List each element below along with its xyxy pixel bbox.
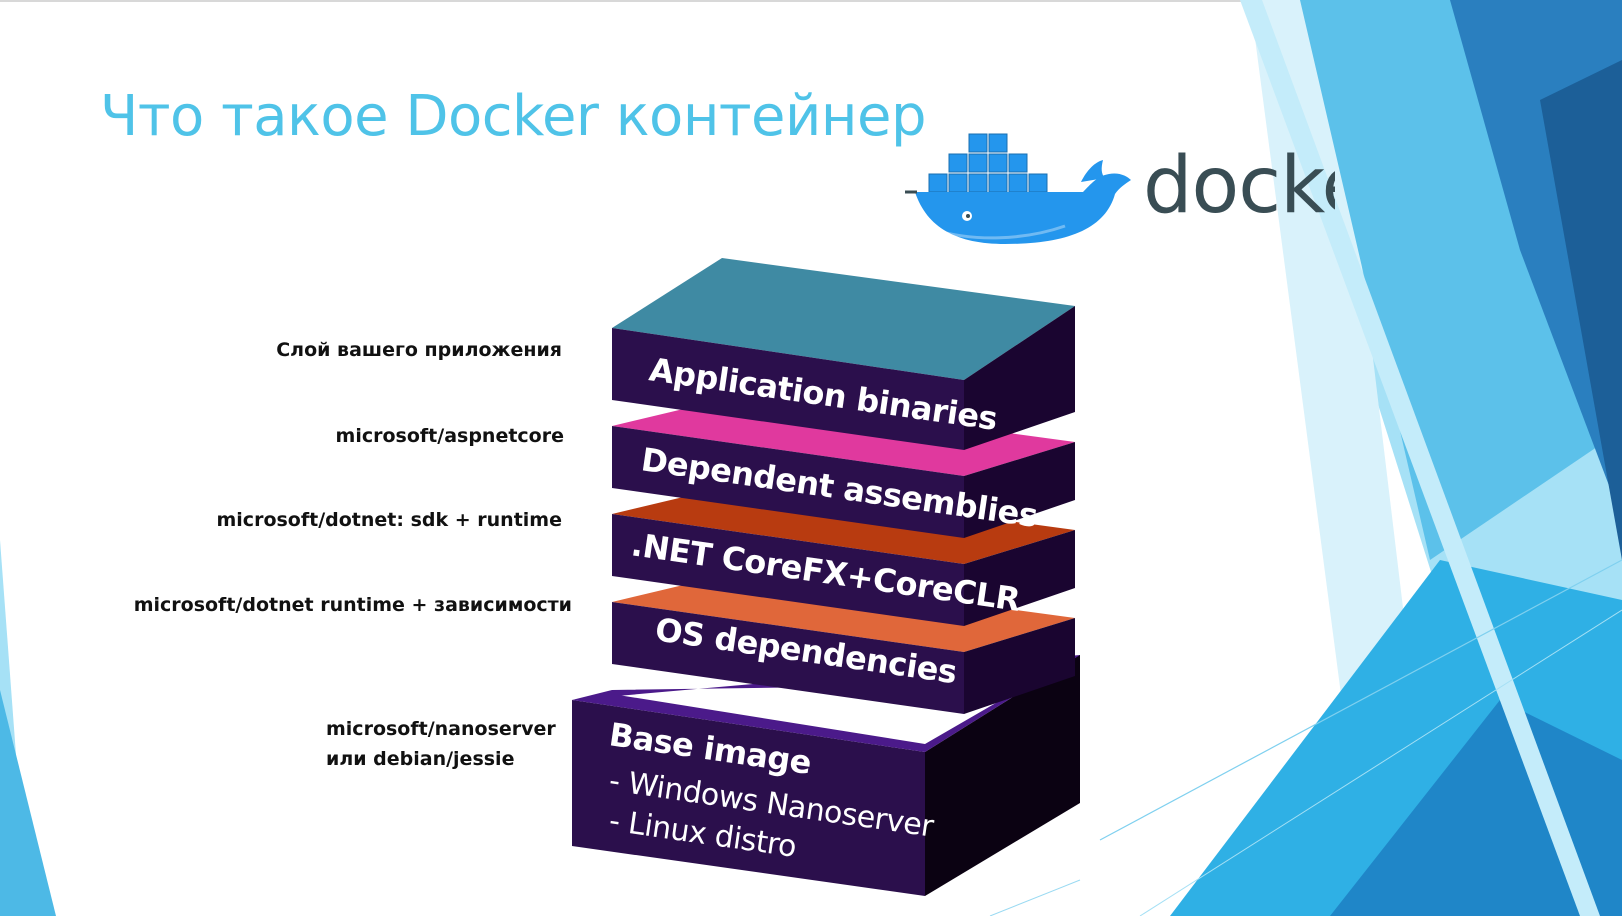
docker-wordmark: docker <box>1143 141 1335 231</box>
layer-label-app: Слой вашего приложения <box>276 339 562 361</box>
layer-dependent-front <box>612 426 964 538</box>
layer-label-dotnet-runtime: microsoft/dotnet runtime + зависимости <box>133 594 572 616</box>
docker-whale-icon <box>905 133 1131 244</box>
layer-net-side <box>964 530 1075 626</box>
facet-right-deep <box>1540 60 1622 560</box>
logo-container-box <box>988 153 1008 173</box>
layer-label-aspnetcore: microsoft/aspnetcore <box>335 425 564 447</box>
facet-left-mid <box>0 690 56 916</box>
docker-logo: docker <box>905 133 1335 244</box>
layer-base-front <box>572 700 925 896</box>
layer-label-dotnet-sdk: microsoft/dotnet: sdk + runtime <box>216 509 563 531</box>
layer-base-top-edge <box>572 655 1080 752</box>
layer-base <box>572 655 1080 896</box>
facet-bottom-right-2 <box>1330 700 1622 916</box>
layer-os-side <box>964 618 1075 714</box>
logo-container-box <box>968 153 988 173</box>
layer-app-top <box>612 258 1075 380</box>
layer-label-base-line1: microsoft/nanoserver <box>326 718 556 740</box>
layer-os-front <box>612 602 964 714</box>
layer-app <box>612 258 1075 450</box>
layer-dependent-side <box>964 442 1075 538</box>
layer-label-base: microsoft/nanoserver или debian/jessie <box>326 714 556 774</box>
layer-app-front <box>612 328 964 450</box>
layer-net-front <box>612 514 964 626</box>
layer-app-side <box>964 306 1075 450</box>
logo-container-box <box>988 133 1008 153</box>
facet-right-thin <box>1240 0 1600 916</box>
logo-container-box <box>1008 153 1028 173</box>
layer-label-base-line2: или debian/jessie <box>326 748 515 770</box>
page-title: Что такое Docker контейнер <box>100 84 927 149</box>
logo-container-box <box>968 133 988 153</box>
logo-container-box <box>948 153 968 173</box>
layer-base-side <box>925 655 1080 896</box>
